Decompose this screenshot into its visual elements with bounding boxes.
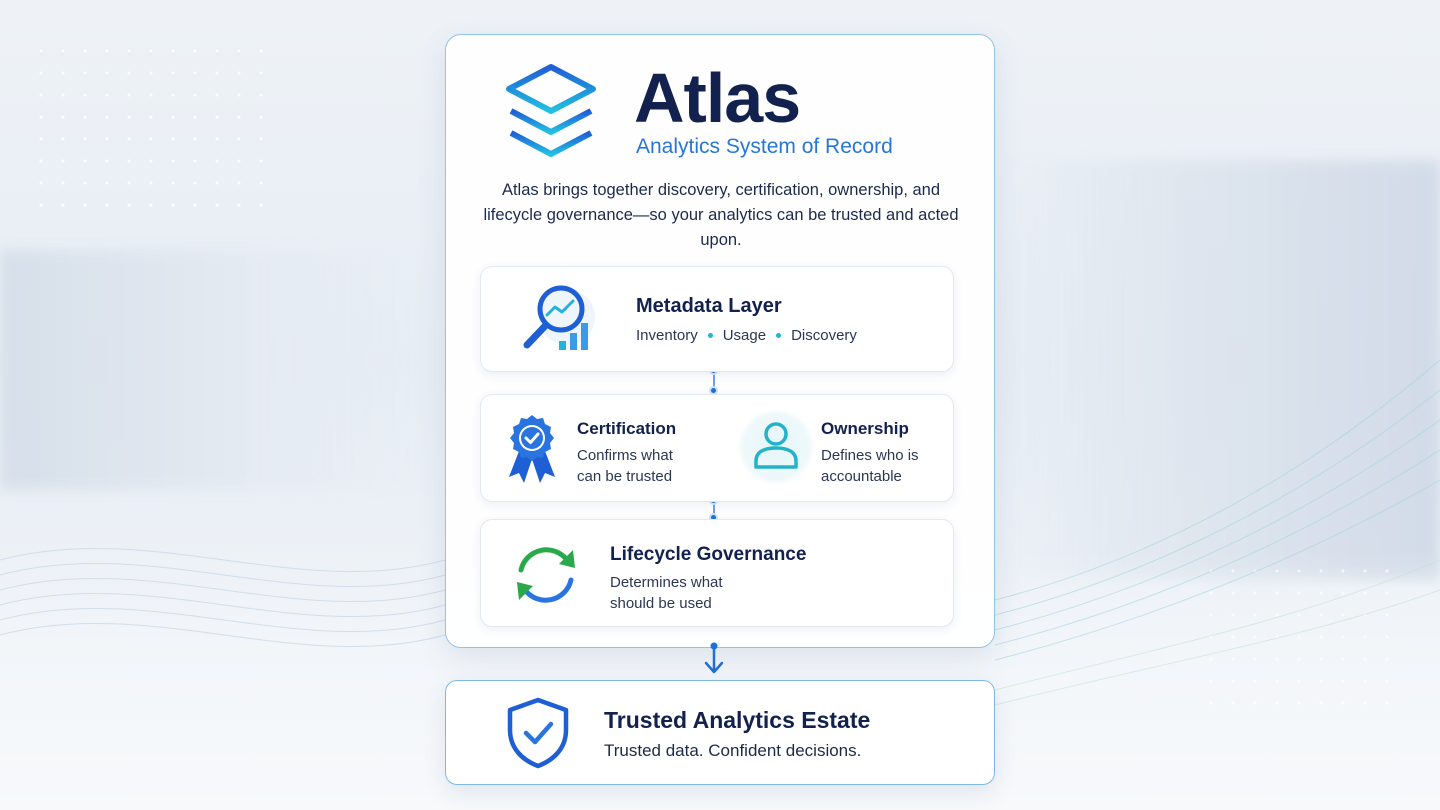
metadata-layer-items: Inventory Usage Discovery: [636, 327, 857, 344]
app-title: Atlas: [634, 59, 801, 137]
ribbon-badge-check-icon: [509, 415, 555, 483]
trusted-subtitle: Trusted data. Confident decisions.: [604, 741, 862, 760]
ownership-line: Defines who is: [821, 447, 919, 464]
ownership-line: accountable: [821, 468, 902, 485]
cycle-arrows-icon: [517, 547, 575, 603]
ownership-title: Ownership: [821, 419, 909, 438]
certification-ownership-card: Certification Confirms what can be trust…: [480, 394, 954, 502]
background-window-left: [0, 250, 420, 490]
shield-check-icon: [507, 697, 569, 769]
user-icon: [754, 422, 798, 469]
dot-pattern: [1200, 560, 1400, 720]
app-subtitle: Analytics System of Record: [636, 135, 893, 158]
app-description: Atlas brings together discovery, certifi…: [483, 181, 959, 249]
metadata-layer-title: Metadata Layer: [636, 295, 782, 317]
connector-line: [713, 372, 715, 394]
certification-description: Confirms what can be trusted: [577, 445, 707, 487]
lifecycle-line: Determines what: [610, 574, 723, 591]
metadata-item-inventory: Inventory: [636, 327, 698, 344]
magnifier-chart-icon: [523, 285, 595, 350]
certification-title: Certification: [577, 419, 677, 438]
separator-dot: [776, 333, 782, 338]
lifecycle-description: Determines what should be used: [610, 572, 760, 614]
lifecycle-title: Lifecycle Governance: [610, 544, 807, 565]
metadata-item-discovery: Discovery: [791, 327, 857, 344]
lifecycle-governance-card: Lifecycle Governance Determines what sho…: [480, 519, 954, 627]
metadata-item-usage: Usage: [722, 327, 767, 344]
lifecycle-line: should be used: [610, 595, 712, 612]
metadata-layer-card: Metadata Layer Inventory Usage Discovery: [480, 266, 954, 372]
arrow-down-icon: [704, 642, 724, 674]
certification-line: Confirms what: [577, 447, 673, 464]
certification-line: can be trusted: [577, 468, 673, 485]
layers-logo-icon: [506, 64, 596, 157]
separator-dot: [707, 333, 713, 338]
connector-line: [713, 502, 715, 519]
dot-pattern: [30, 40, 270, 210]
trusted-analytics-card: Trusted Analytics Estate Trusted data. C…: [445, 680, 995, 785]
ownership-description: Defines who is accountable: [821, 445, 941, 487]
background-window-right: [1000, 160, 1440, 580]
trusted-title: Trusted Analytics Estate: [604, 707, 871, 733]
